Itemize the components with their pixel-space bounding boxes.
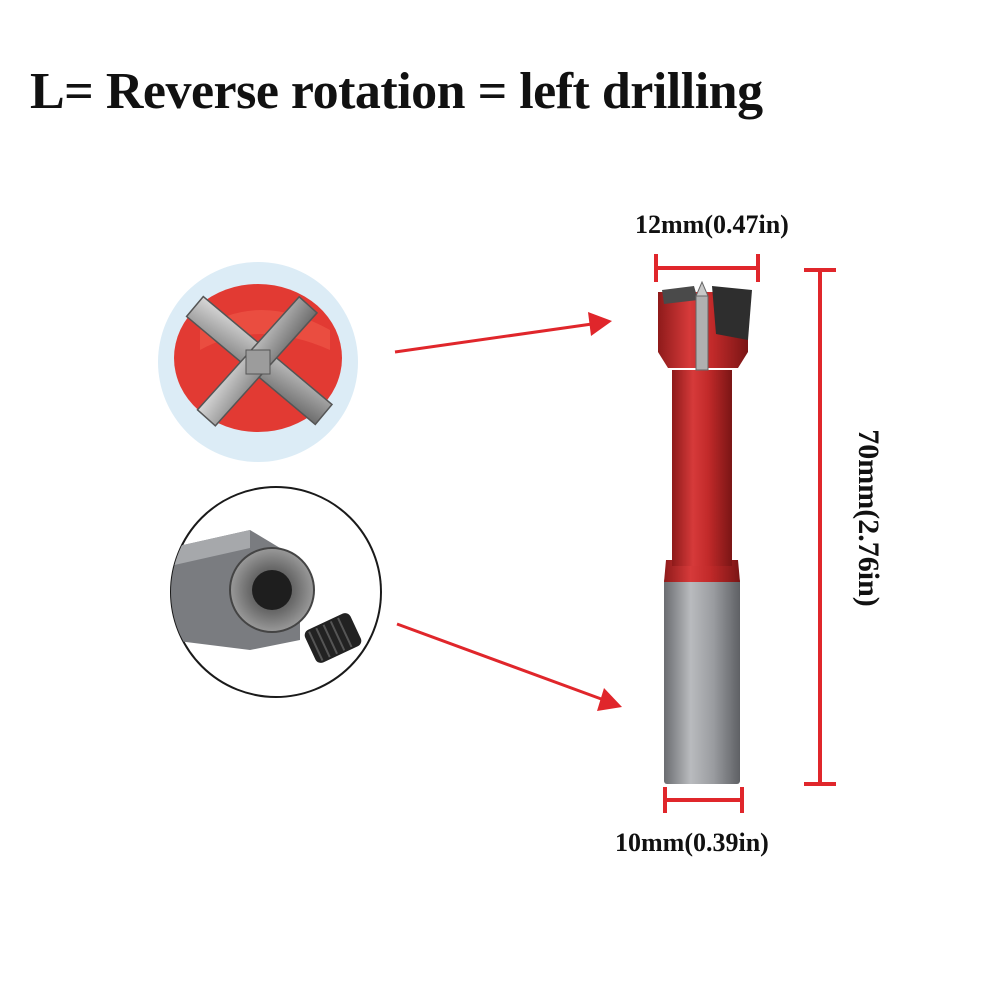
- drill-bit: [658, 280, 752, 784]
- arrow-to-shank: [396, 622, 622, 711]
- page-title: L= Reverse rotation = left drilling: [30, 63, 763, 120]
- shank-end-detail-image: [170, 486, 382, 698]
- shank-width-label: 10mm(0.39in): [615, 828, 769, 857]
- head-width-dimension: [654, 254, 760, 282]
- cutter-head-detail-image: [158, 262, 358, 462]
- total-length-dimension: [804, 268, 836, 786]
- arrow-to-cutter-head: [394, 312, 612, 354]
- head-width-label: 12mm(0.47in): [635, 210, 789, 239]
- shank-width-dimension: [663, 787, 744, 813]
